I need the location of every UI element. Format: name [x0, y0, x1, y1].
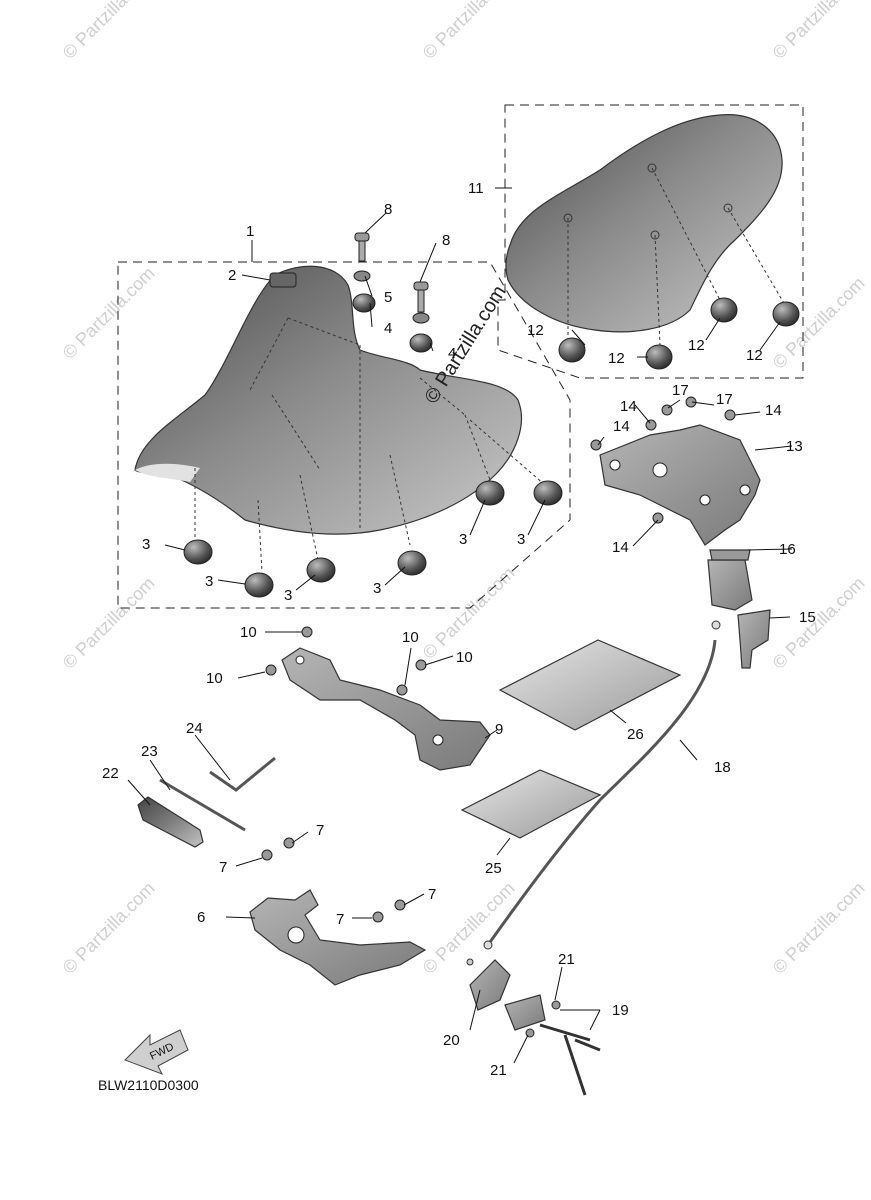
callout-19: 19 — [612, 1002, 629, 1019]
damper-set-passenger — [558, 297, 800, 370]
callout-10: 10 — [206, 670, 223, 687]
callout-17: 17 — [716, 391, 733, 408]
watermark-text: © Partzilla.com — [769, 0, 869, 63]
callout-15: 15 — [799, 609, 816, 626]
callout-3: 3 — [459, 531, 467, 548]
watermark-text: © Partzilla.com — [59, 573, 159, 673]
tool-set — [137, 756, 276, 848]
watermark-text: © Partzilla.com — [59, 263, 159, 363]
callout-8: 8 — [384, 201, 392, 218]
callout-4: 4 — [448, 345, 456, 362]
callout-10: 10 — [240, 624, 257, 641]
callout-4: 4 — [384, 320, 392, 337]
diagram-code: BLW2110D0300 — [98, 1077, 199, 1093]
leader-lines — [127, 187, 793, 1064]
watermark-text: © Partzilla.com — [769, 878, 869, 978]
seat-lock-hook-16 — [707, 549, 753, 611]
forward-arrow: FWD — [124, 1029, 189, 1075]
callout-14: 14 — [765, 402, 782, 419]
callout-14: 14 — [613, 418, 630, 435]
passenger-seat-group-box — [497, 104, 804, 379]
watermark-text: © Partzilla.com — [59, 0, 159, 63]
callouts: 1 2 3 3 3 3 3 3 4 4 5 6 7 7 7 7 8 8 9 10… — [102, 180, 816, 1079]
callout-25: 25 — [485, 860, 502, 877]
key-lock-assembly — [466, 958, 601, 1096]
callout-24: 24 — [186, 720, 203, 737]
seat-lock-cable — [486, 639, 717, 946]
seat-bracket-9 — [281, 647, 491, 771]
callout-3: 3 — [205, 573, 213, 590]
callout-11: 11 — [468, 180, 484, 197]
callout-7: 7 — [336, 911, 344, 928]
callout-7: 7 — [316, 822, 324, 839]
watermark-text: © Partzilla.com — [419, 0, 519, 63]
callout-14: 14 — [612, 539, 629, 556]
watermark-text: © Partzilla.com — [769, 573, 869, 673]
callout-3: 3 — [142, 536, 150, 553]
seat-bracket-13 — [599, 424, 761, 546]
callout-13: 13 — [786, 438, 803, 455]
callout-6: 6 — [197, 909, 205, 926]
callout-18: 18 — [714, 759, 731, 776]
callout-21: 21 — [490, 1062, 507, 1079]
rider-seat-tab — [269, 272, 297, 288]
callout-14: 14 — [620, 398, 637, 415]
callout-9: 9 — [495, 721, 503, 738]
callout-5: 5 — [384, 289, 392, 306]
callout-10: 10 — [456, 649, 473, 666]
seat-bolt-stack — [352, 232, 433, 353]
callout-1: 1 — [246, 223, 254, 240]
callout-3: 3 — [284, 587, 292, 604]
watermark-text: © Partzilla.com — [59, 878, 159, 978]
callout-21: 21 — [558, 951, 575, 968]
rider-seat-group-box — [117, 261, 571, 609]
callout-17: 17 — [672, 382, 689, 399]
bolt-set-14-17 — [590, 396, 736, 524]
callout-2: 2 — [228, 267, 236, 284]
callout-26: 26 — [627, 726, 644, 743]
callout-10: 10 — [402, 629, 419, 646]
seat-lock-15 — [737, 609, 771, 669]
callout-12: 12 — [746, 347, 763, 364]
callout-7: 7 — [219, 859, 227, 876]
passenger-seat — [505, 114, 786, 346]
callout-16: 16 — [779, 541, 796, 558]
callout-8: 8 — [442, 232, 450, 249]
callout-20: 20 — [443, 1032, 460, 1049]
callout-3: 3 — [517, 531, 525, 548]
seat-bracket-6 — [249, 889, 427, 986]
callout-12: 12 — [608, 350, 625, 367]
callout-22: 22 — [102, 765, 119, 782]
callout-3: 3 — [373, 580, 381, 597]
callout-12: 12 — [688, 337, 705, 354]
mat-25 — [460, 769, 602, 839]
callout-23: 23 — [141, 743, 158, 760]
callout-7: 7 — [428, 886, 436, 903]
mat-26 — [498, 639, 682, 731]
callout-12: 12 — [527, 322, 544, 339]
